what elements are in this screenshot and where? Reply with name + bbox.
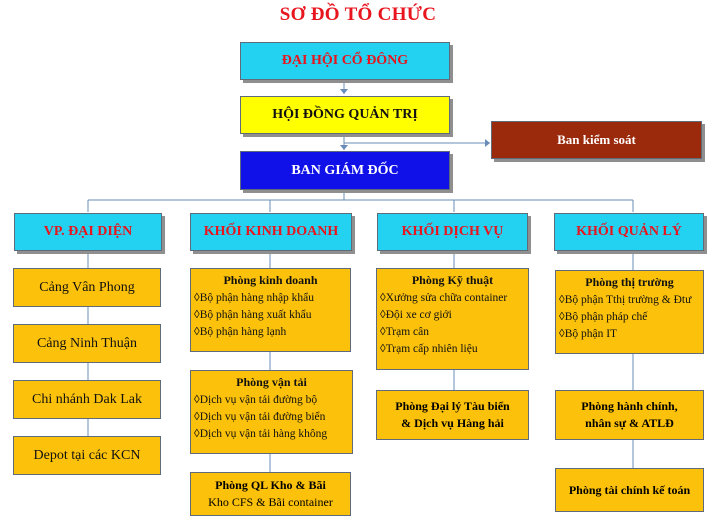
management-box: BAN GIÁM ĐỐC [240, 151, 450, 190]
dept-shipping-agency: Phòng Đại lý Tàu biển & Dịch vụ Hàng hải [376, 390, 529, 440]
column-head-management: KHỐI QUẢN LÝ [554, 213, 704, 251]
dept-transport: Phòng vận tải Dịch vụ vận tải đường bộ D… [190, 370, 353, 454]
dept-item: Dịch vụ vận tải đường biển [194, 409, 349, 426]
dept-subtitle: Kho CFS & Bãi container [208, 495, 333, 509]
dept-item: Bộ phận hàng nhập khẩu [194, 290, 347, 307]
dept-item: Bộ phận hàng lạnh [194, 324, 347, 341]
dept-item: Xưởng sửa chữa container [380, 290, 525, 307]
dept-market: Phòng thị trường Bộ phận Tthị trường & Đ… [555, 270, 704, 354]
unit-van-phong-port: Cảng Vân Phong [13, 268, 161, 307]
column-head-representative-office: VP. ĐẠI DIỆN [14, 213, 162, 251]
dept-item: Bộ phận pháp chế [559, 309, 700, 326]
dept-title: Phòng Kỹ thuật [411, 273, 494, 287]
dept-finance-accounting: Phòng tài chính kế toán [555, 468, 704, 512]
dept-item: Trạm cân [380, 324, 525, 341]
dept-item: Đội xe cơ giới [380, 307, 525, 324]
dept-title: Phòng QL Kho & Bãi [215, 478, 326, 492]
dept-item: Dịch vụ vận tải hàng không [194, 426, 349, 443]
dept-title-line: Phòng tài chính kế toán [568, 482, 691, 497]
unit-depot: Depot tại các KCN [13, 436, 161, 475]
dept-item: Bộ phận hàng xuất khẩu [194, 307, 347, 324]
dept-admin-hr: Phòng hành chính, nhân sự & ATLĐ [555, 390, 704, 440]
dept-title-line: & Dịch vụ Hàng hải [401, 416, 504, 430]
dept-technical: Phòng Kỹ thuật Xưởng sửa chữa container … [376, 268, 529, 370]
dept-title: Phòng thị trường [585, 275, 674, 289]
dept-warehouse-yard: Phòng QL Kho & Bãi Kho CFS & Bãi contain… [190, 472, 351, 516]
dept-sales: Phòng kinh doanh Bộ phận hàng nhập khẩu … [190, 268, 351, 352]
dept-item: Dịch vụ vận tải đường bộ [194, 392, 349, 409]
dept-item: Bộ phận IT [559, 326, 700, 343]
dept-item: Bộ phận Tthị trường & Đtư [559, 292, 700, 309]
dept-item: Trạm cấp nhiên liệu [380, 341, 525, 358]
unit-dak-lak-branch: Chi nhánh Dak Lak [13, 380, 161, 419]
dept-title: Phòng kinh doanh [223, 273, 318, 287]
dept-title-line: nhân sự & ATLĐ [585, 416, 674, 430]
shareholders-box: ĐẠI HỘI CỔ ĐÔNG [240, 42, 450, 80]
board-box: HỘI ĐỒNG QUẢN TRỊ [240, 96, 450, 134]
supervisory-box: Ban kiểm soát [491, 121, 702, 159]
column-head-business: KHỐI KINH DOANH [190, 213, 352, 251]
dept-title-line: Phòng hành chính, [581, 399, 678, 413]
dept-title: Phòng vận tải [236, 375, 307, 389]
column-head-services: KHỐI DỊCH VỤ [377, 213, 528, 251]
page-title: SƠ ĐỒ TỔ CHỨC [279, 4, 437, 25]
unit-ninh-thuan-port: Cảng Ninh Thuận [13, 324, 161, 363]
dept-title-line: Phòng Đại lý Tàu biển [395, 399, 510, 413]
